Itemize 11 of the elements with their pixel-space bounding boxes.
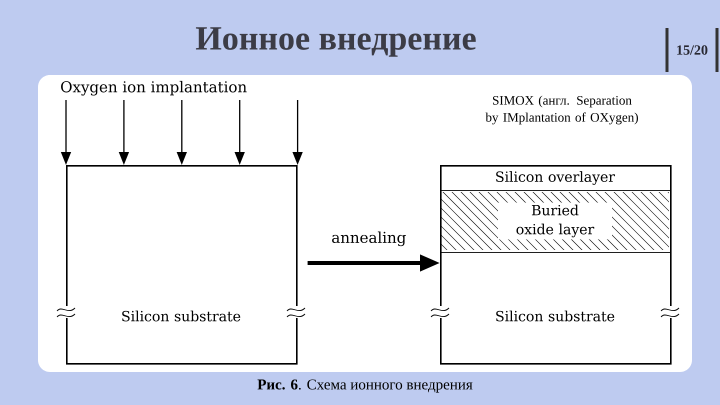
label: SIMOX (англ. Separation by IMplantation of OXygen) xyxy=(485,96,638,124)
wafer-box: Silicon substrate xyxy=(66,165,298,365)
slide-title: Ионное внедрение xyxy=(196,27,476,57)
caption: Рис. 6. Схема ионного внедрения xyxy=(258,379,472,393)
wafer-box xyxy=(440,165,672,365)
hatched-layer-box: Buried oxide layer xyxy=(440,190,671,253)
page-number: 15/20 xyxy=(677,45,708,55)
edge-label: annealing xyxy=(332,231,406,246)
label: Oxygen ion implantation xyxy=(61,80,247,96)
layer-box: Silicon substrate xyxy=(440,252,671,364)
layer-box: Silicon overlayer xyxy=(440,165,671,191)
